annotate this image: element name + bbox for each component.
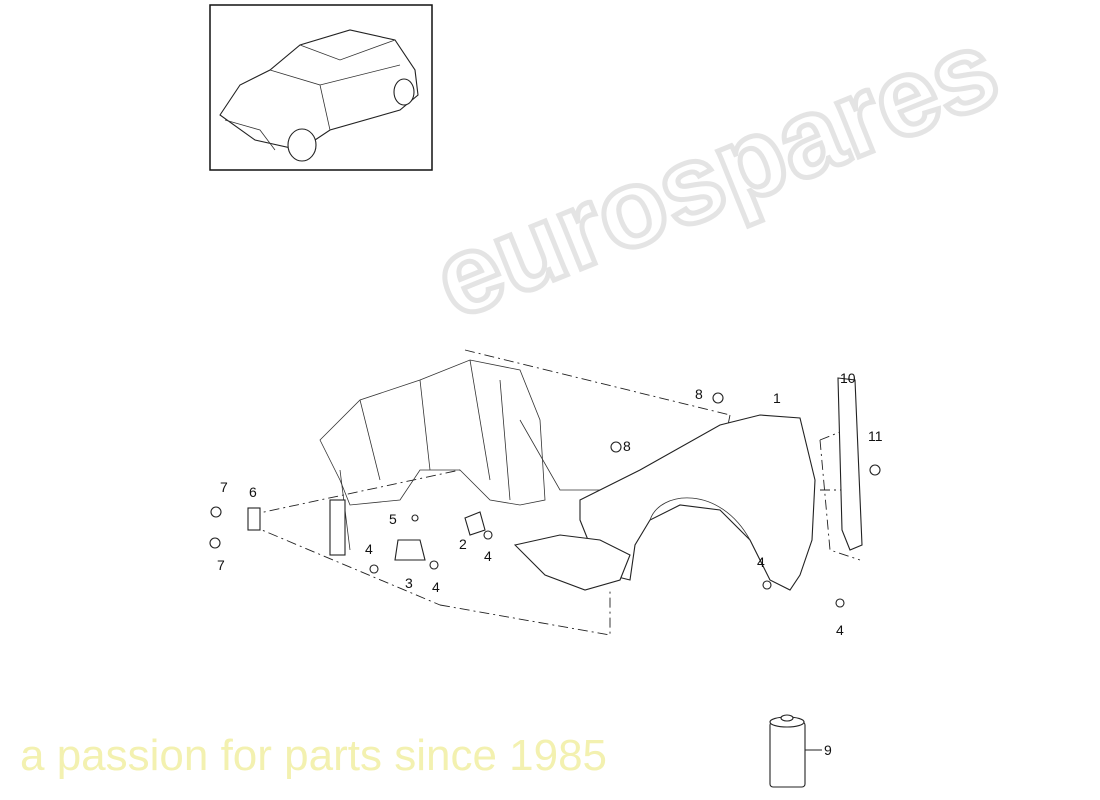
body-frame <box>319 359 600 556</box>
fasteners <box>209 392 881 608</box>
callout-8: 8 <box>695 386 703 402</box>
watermark-brand: eurospares <box>418 6 1014 342</box>
callout-3: 3 <box>405 575 413 591</box>
callout-4: 4 <box>836 622 844 638</box>
callout-7: 7 <box>217 557 225 573</box>
callout-4: 4 <box>432 579 440 595</box>
fender-seal <box>837 377 863 551</box>
vehicle-thumbnail <box>209 4 433 171</box>
guide-lines <box>249 349 861 636</box>
sealant-canister <box>769 714 822 788</box>
callout-8: 8 <box>623 438 631 454</box>
callout-1: 1 <box>773 390 781 406</box>
watermark: eurospares a passion for parts since 198… <box>20 4 1016 780</box>
callout-7: 7 <box>220 479 228 495</box>
callout-5: 5 <box>389 511 397 527</box>
callout-9: 9 <box>824 742 832 758</box>
callout-2: 2 <box>459 536 467 552</box>
callout-4: 4 <box>757 554 765 570</box>
callout-labels: 1 2 3 4 4 4 4 4 5 6 7 7 8 8 9 10 11 <box>217 370 883 758</box>
watermark-tagline: a passion for parts since 1985 <box>20 731 607 780</box>
callout-10: 10 <box>840 370 856 386</box>
callout-11: 11 <box>868 428 883 444</box>
callout-4: 4 <box>365 541 373 557</box>
callout-6: 6 <box>249 484 257 500</box>
wheel-arch-liner <box>513 534 631 591</box>
callout-4: 4 <box>484 548 492 564</box>
